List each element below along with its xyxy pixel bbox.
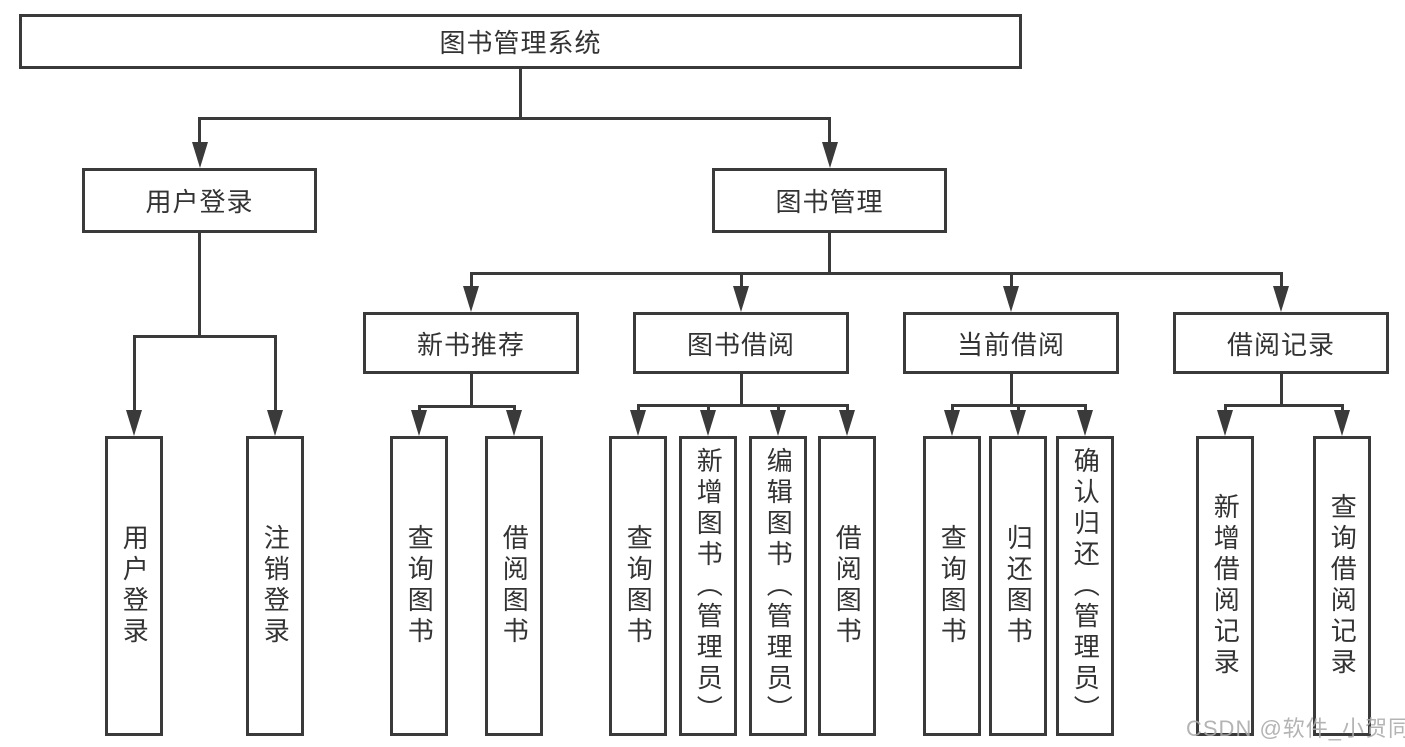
arrow-down-icon: [191, 142, 208, 168]
connector-bookmgmt-drop-1: [469, 272, 473, 290]
arrow-down-icon: [463, 286, 479, 312]
leaf-user-login: 用户登录: [105, 436, 163, 736]
node-current-borrowing: 当前借阅: [903, 312, 1119, 374]
connector-records-drop-1: [1223, 404, 1227, 414]
arrow-down-icon: [506, 410, 522, 436]
connector-borrowing-stem: [739, 373, 743, 407]
connector-userlogin-drop-right: [273, 335, 277, 415]
connector-bookmgmt-hline: [469, 272, 1283, 275]
connector-records-hline: [1223, 404, 1344, 407]
connector-root-stem: [519, 68, 522, 120]
node-book-management: 图书管理: [712, 168, 947, 233]
connector-records-stem: [1279, 373, 1283, 407]
leaf-borrowing-query-books: 查询图书: [609, 436, 667, 736]
arrow-down-icon: [770, 410, 786, 436]
connector-borrowing-drop-4: [845, 404, 849, 414]
arrow-down-icon: [944, 410, 960, 436]
arrow-down-icon: [630, 410, 646, 436]
arrow-down-icon: [1334, 410, 1350, 436]
connector-current-stem: [1009, 373, 1013, 407]
connector-root-hline: [198, 117, 831, 120]
connector-recommend-stem: [469, 373, 473, 408]
node-library-management-system: 图书管理系统: [19, 14, 1022, 69]
connector-userlogin-drop-left: [132, 335, 136, 415]
connector-bookmgmt-drop-3: [1009, 272, 1013, 290]
node-book-borrowing: 图书借阅: [633, 312, 849, 374]
leaf-current-confirm-return-admin: 确认归还（管理员）: [1056, 436, 1114, 736]
leaf-current-query-books: 查询图书: [923, 436, 981, 736]
arrow-down-icon: [1217, 410, 1233, 436]
connector-borrowing-hline: [636, 404, 849, 407]
arrow-down-icon: [733, 286, 749, 312]
connector-bookmgmt-stem: [828, 231, 831, 275]
connector-borrowing-drop-3: [776, 404, 780, 414]
leaf-borrowing-borrow-books: 借阅图书: [818, 436, 876, 736]
node-user-login: 用户登录: [82, 168, 317, 233]
connector-records-drop-2: [1340, 404, 1344, 414]
leaf-records-add-record: 新增借阅记录: [1196, 436, 1254, 736]
arrow-down-icon: [1003, 286, 1019, 312]
arrow-down-icon: [267, 410, 283, 436]
connector-borrowing-drop-2: [706, 404, 710, 414]
arrow-down-icon: [700, 410, 716, 436]
arrow-down-icon: [126, 410, 142, 436]
connector-current-drop-1: [950, 404, 954, 414]
connector-bookmgmt-drop-4: [1279, 272, 1283, 290]
leaf-borrowing-edit-books-admin: 编辑图书（管理员）: [749, 436, 807, 736]
arrow-down-icon: [411, 410, 427, 436]
arrow-down-icon: [1077, 410, 1093, 436]
node-new-book-recommend: 新书推荐: [363, 312, 579, 374]
leaf-current-return-books: 归还图书: [989, 436, 1047, 736]
connector-bookmgmt-drop-2: [739, 272, 743, 290]
arrow-down-icon: [839, 410, 855, 436]
csdn-watermark: CSDN @软件_小贺同学: [1186, 716, 1405, 741]
connector-recommend-hline: [417, 405, 516, 408]
leaf-logout: 注销登录: [246, 436, 304, 736]
arrow-down-icon: [1273, 286, 1289, 312]
connector-borrowing-drop-1: [636, 404, 640, 414]
leaf-recommend-query-books: 查询图书: [390, 436, 448, 736]
arrow-down-icon: [821, 142, 838, 168]
connector-userlogin-hline: [132, 335, 277, 338]
connector-userlogin-stem: [198, 231, 201, 338]
connector-root-drop-right: [828, 117, 831, 147]
connector-current-drop-3: [1083, 404, 1087, 414]
leaf-records-query-record: 查询借阅记录: [1313, 436, 1371, 736]
node-borrowing-records: 借阅记录: [1173, 312, 1389, 374]
leaf-recommend-borrow-books: 借阅图书: [485, 436, 543, 736]
arrow-down-icon: [1010, 410, 1026, 436]
connector-root-drop-left: [198, 117, 201, 147]
connector-current-drop-2: [1016, 404, 1020, 414]
leaf-borrowing-add-books-admin: 新增图书（管理员）: [679, 436, 737, 736]
